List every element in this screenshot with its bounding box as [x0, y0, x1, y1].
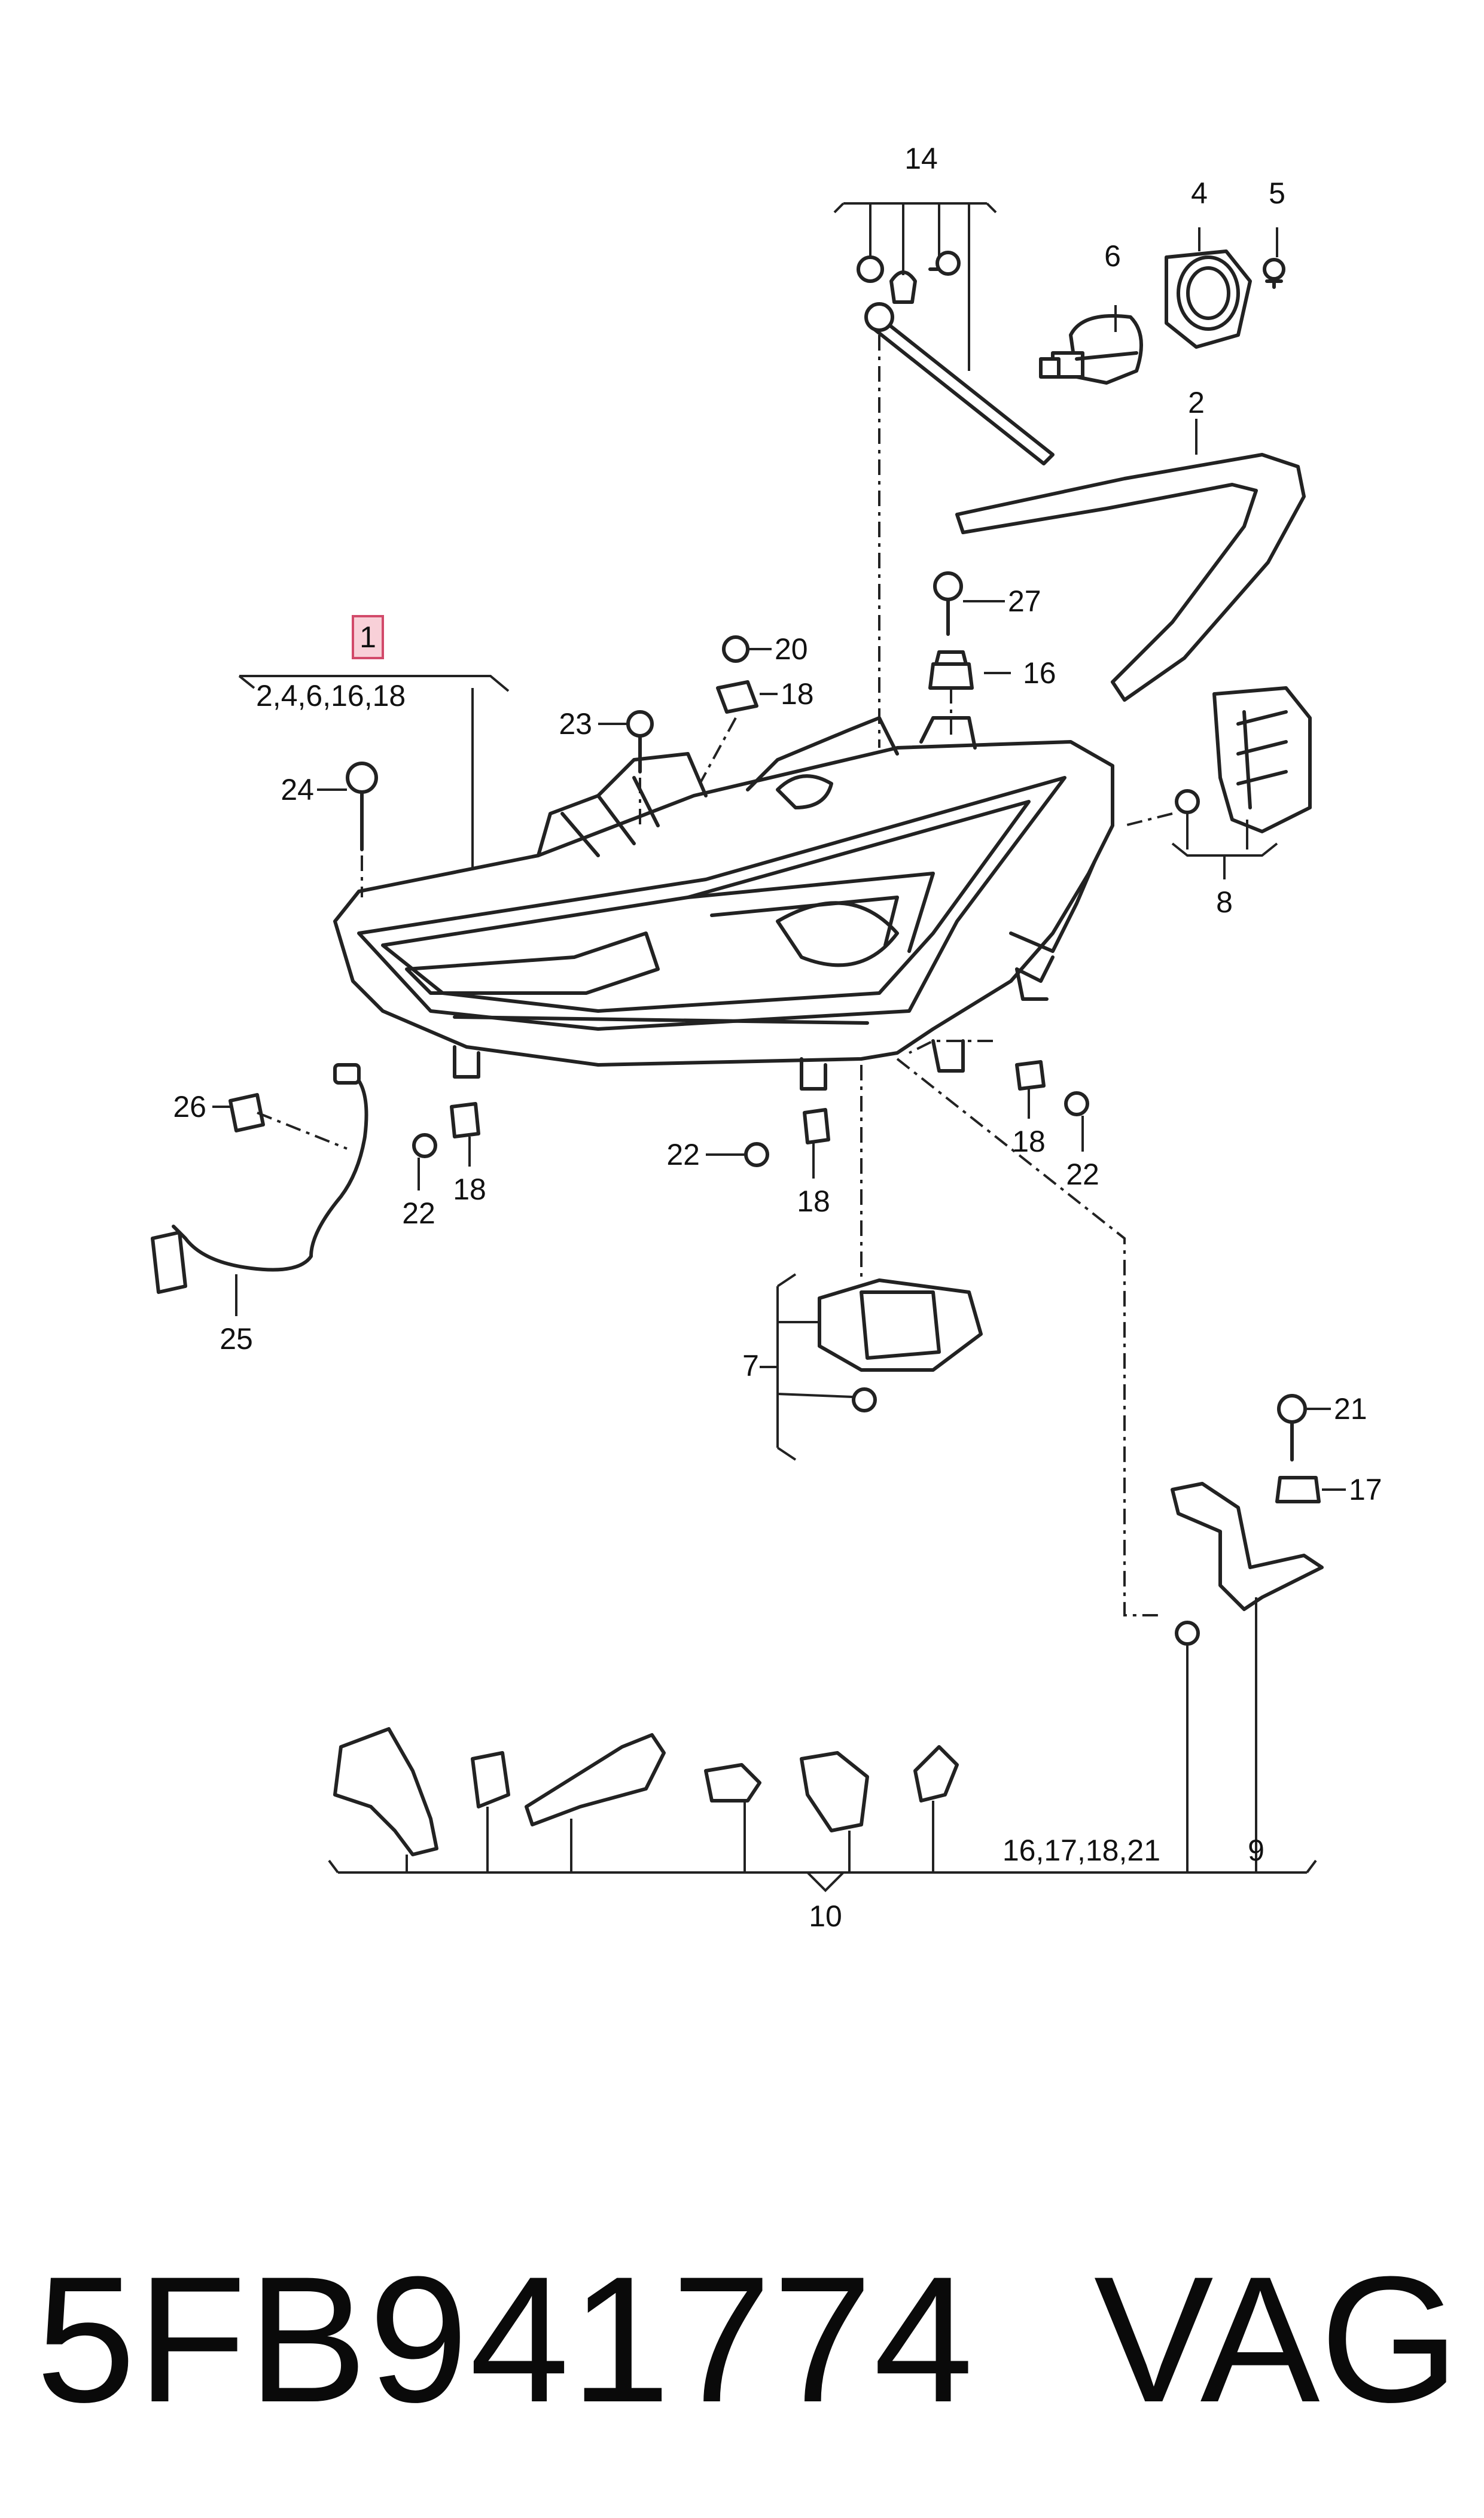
screw — [1175, 789, 1200, 814]
footer: 5FB941774 VAG — [36, 2213, 1459, 2465]
headlamp-assembly — [333, 716, 1114, 1091]
label-25: 25 — [220, 1322, 253, 1356]
label-1-sub: 2,4,6,16,18 — [256, 679, 406, 713]
screw — [1263, 258, 1285, 289]
adjuster-rod — [857, 251, 1055, 465]
brand-name: VAG — [1093, 2239, 1459, 2440]
bracket — [1171, 1482, 1324, 1611]
wiring-harness — [151, 1063, 368, 1294]
label-26: 26 — [173, 1090, 206, 1123]
bulb — [1039, 314, 1143, 385]
leader-lines — [212, 202, 1346, 1892]
label-22: 22 — [402, 1196, 435, 1230]
label-23: 23 — [559, 707, 592, 741]
part-number: 5FB941774 — [36, 2239, 975, 2440]
cap — [1165, 249, 1252, 349]
bracket-set — [333, 1727, 959, 1856]
label-18: 18 — [797, 1185, 830, 1218]
label-21: 21 — [1334, 1392, 1367, 1426]
label-17: 17 — [1349, 1473, 1382, 1506]
trim-strip — [955, 453, 1306, 702]
label-1: 1 — [359, 620, 376, 654]
label-22: 22 — [666, 1138, 700, 1171]
alignment-lines — [257, 335, 1173, 1616]
label-18: 18 — [781, 677, 814, 711]
label-18: 18 — [453, 1173, 486, 1206]
label-2: 2 — [1188, 386, 1205, 419]
label-27: 27 — [1008, 584, 1041, 618]
label-9: 9 — [1248, 1834, 1264, 1867]
label-20: 20 — [775, 632, 808, 666]
label-16: 16 — [1023, 656, 1056, 690]
label-8: 8 — [1216, 885, 1233, 919]
label-7: 7 — [742, 1349, 759, 1383]
label-group: 16,17,18,21 — [1002, 1834, 1160, 1867]
label-24: 24 — [281, 773, 314, 806]
label-4: 4 — [1191, 176, 1208, 210]
label-10: 10 — [809, 1899, 842, 1933]
ballast-module — [818, 1278, 983, 1412]
label-14: 14 — [904, 142, 938, 175]
callout-labels: 1 2,4,6,16,18 2 4 5 6 7 8 9 10 14 16 17 … — [173, 142, 1382, 1933]
fasteners — [228, 571, 1321, 1646]
part-1-highlight — [352, 615, 384, 659]
label-18: 18 — [1012, 1125, 1046, 1158]
control-unit — [1212, 686, 1312, 833]
label-22: 22 — [1066, 1158, 1099, 1191]
label-5: 5 — [1269, 176, 1285, 210]
label-6: 6 — [1104, 239, 1121, 273]
